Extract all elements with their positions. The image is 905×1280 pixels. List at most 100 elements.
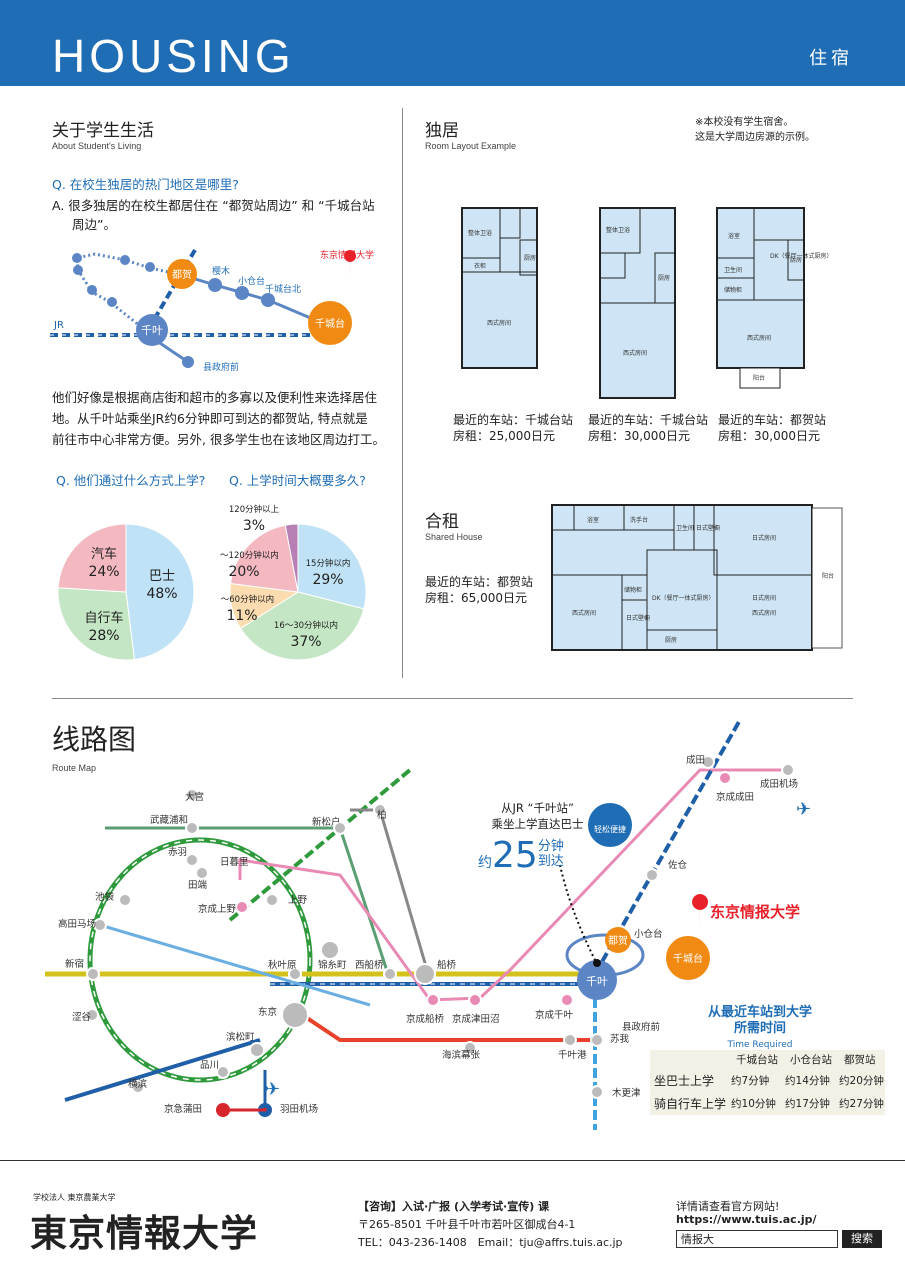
chishirodai-station-dot xyxy=(308,301,352,345)
station-label: 柏 xyxy=(377,809,387,821)
website-url[interactable]: https://www.tuis.ac.jp/ xyxy=(676,1213,817,1226)
ogura-label: 小仓台 xyxy=(238,275,265,287)
room2-caption: 最近的车站：千城台站房租：30,000日元 xyxy=(588,413,709,443)
question-3: Q. 上学时间大概要多久? xyxy=(229,473,366,488)
shared-label-dk: DK（餐厅一体式厨房） xyxy=(652,594,715,602)
room3-caption: 最近的车站：都贺站房租：30,000日元 xyxy=(718,413,827,443)
room3-label-storage: 储物柜 xyxy=(724,286,742,294)
room3-label-western: 西式房间 xyxy=(747,334,771,342)
pie-slice-label: 120分钟以上 xyxy=(229,504,280,515)
room3-label-kitchen: 厨房 xyxy=(790,256,802,264)
station-label: 横滨 xyxy=(128,1078,148,1090)
room1-label-western: 西式房间 xyxy=(487,319,511,327)
single-heading-en: Room Layout Example xyxy=(425,141,517,151)
pie-slice-value: 48% xyxy=(146,586,177,602)
shared-label-bath: 浴室 xyxy=(587,516,599,524)
station-label: 京成千叶 xyxy=(535,1009,574,1021)
airplane-icon-haneda: ✈ xyxy=(265,1079,280,1100)
station-label: 品川 xyxy=(200,1060,219,1071)
station-label: 高田马场 xyxy=(58,918,96,930)
pie-slice-label: 16～30分钟以内 xyxy=(274,620,338,631)
page-title: HOUSING xyxy=(52,30,295,82)
shared-heading: 合租 xyxy=(425,512,459,532)
pie-slice-label: 巴士 xyxy=(149,569,175,584)
question-1: Q. 在校生独居的热门地区是哪里? xyxy=(52,177,239,192)
chiba-station-dot xyxy=(136,314,168,346)
room3-label-bath: 浴室 xyxy=(728,232,740,240)
answer-1-line-1: A. 很多独居的在校生都居住在 “都贺站周边” 和 “千城台站 xyxy=(52,198,375,213)
shared-label-kitchen: 厨房 xyxy=(665,636,677,644)
question-2: Q. 他们通过什么方式上学? xyxy=(56,473,206,488)
station-label: 东京 xyxy=(258,1006,277,1018)
shared-label-balcony: 阳台 xyxy=(822,572,834,580)
page-header: HOUSING 住宿 xyxy=(0,0,905,86)
chishirodai-kita-label: 千城台北 xyxy=(265,283,301,295)
room1-label-kitchen: 厨房 xyxy=(524,254,536,262)
station-label: 京成成田 xyxy=(716,791,754,803)
page-subtitle: 住宿 xyxy=(809,48,853,69)
answer-1-line-2: 周边”。 xyxy=(72,217,116,232)
station-label: 武藏浦和 xyxy=(150,814,188,826)
bus-info: 从JR “千叶站”乘坐上学直达巴士 xyxy=(491,801,584,831)
station-label: 成田机场 xyxy=(760,778,798,790)
pie-slice-label: 61～120分钟以内 xyxy=(220,550,279,561)
shared-label-japanese-1: 日式房间 xyxy=(752,534,776,542)
pie-slice-label: 自行车 xyxy=(84,610,123,626)
room1-label-closet: 衣柜 xyxy=(474,262,486,270)
shared-label-storage: 储物柜 xyxy=(624,586,642,594)
pie-slice xyxy=(125,523,195,661)
station-label: 京成津田沼 xyxy=(452,1013,500,1025)
search-button[interactable]: 搜索 xyxy=(842,1230,882,1248)
route-heading-en: Route Map xyxy=(52,763,97,773)
route-tsuga-label: 都贺 xyxy=(608,935,628,947)
station-label: 船桥 xyxy=(437,959,457,971)
route-university-label: 东京情报大学 xyxy=(710,903,800,921)
room-floor-plans: 整体卫浴 衣柜 厨房 西式房间 整体卫浴 厨房 西式房间 浴室 卫生间 储物柜 … xyxy=(461,207,833,399)
route-map: ✈ ✈ 大宫武藏浦和赤羽日暮里田端京成上野池袋高田马场新宿涩谷上野新松户柏秋叶原… xyxy=(45,719,811,1130)
station-label: 上野 xyxy=(288,895,308,906)
location-pin-icon xyxy=(344,250,357,278)
station-label: 县政府前 xyxy=(622,1021,660,1033)
pie-slice-label: 31～60分钟以内 xyxy=(220,594,274,605)
station-label: 海滨幕张 xyxy=(442,1049,481,1061)
station-label: 千叶港 xyxy=(558,1049,587,1061)
tsuga-label: 都贺 xyxy=(172,269,192,281)
dormitory-note: ※本校没有学生宿舍。这是大学周边房源的示例。 xyxy=(695,117,815,143)
chiba-label: 千叶 xyxy=(141,324,163,337)
tsuga-station-dot xyxy=(167,259,197,289)
pie-slice-label: 汽车 xyxy=(91,546,117,562)
section-divider xyxy=(52,698,853,699)
column-divider xyxy=(402,108,403,678)
chishirodai-label: 千城台 xyxy=(315,317,345,330)
shared-label-washbasin: 洗手台 xyxy=(630,516,648,524)
station-label: 新松户 xyxy=(312,816,341,828)
pie-slice xyxy=(57,523,127,593)
room3-label-toilet: 卫生间 xyxy=(724,266,742,274)
station-label: 佐仓 xyxy=(668,859,688,871)
shared-label-japanese-2: 日式房间 xyxy=(752,594,776,602)
airplane-icon-narita: ✈ xyxy=(796,799,811,820)
university-logo: 東京情報大学 xyxy=(30,1211,258,1255)
search-input[interactable]: 情报大 xyxy=(676,1230,838,1248)
room2-label-kitchen: 厨房 xyxy=(658,274,670,282)
station-label: 小仓台 xyxy=(634,928,663,940)
station-label: 秋叶原 xyxy=(268,959,297,971)
shared-label-western-2: 西式房间 xyxy=(752,609,776,617)
pie-slice-value: 24% xyxy=(88,564,119,580)
local-map: 千叶 都贺 千城台 樱木 小仓台 千城台北 县政府前 JR 东京情报大学 xyxy=(50,248,374,373)
station-label: 木更津 xyxy=(612,1087,641,1099)
footer-divider xyxy=(0,1160,905,1161)
pie-slice xyxy=(229,524,299,593)
student-life-heading: 关于学生生活 xyxy=(52,121,154,141)
pie-slice-value: 37% xyxy=(290,634,321,650)
time-required-table: 千城台站小仓台站都贺站 坐巴士上学约7分钟约14分钟约20分钟 骑自行车上学约1… xyxy=(650,1050,885,1115)
station-label: 涩谷 xyxy=(72,1012,92,1023)
station-label: 京成上野 xyxy=(198,903,237,915)
station-label: 羽田机场 xyxy=(280,1103,318,1115)
station-label: 日暮里 xyxy=(220,856,249,868)
station-label: 苏我 xyxy=(610,1033,630,1045)
pie-slice-value: 11% xyxy=(226,608,257,624)
room3-label-dk: DK（餐厅一体式厨房） xyxy=(770,252,833,260)
student-life-heading-en: About Student's Living xyxy=(52,141,142,151)
